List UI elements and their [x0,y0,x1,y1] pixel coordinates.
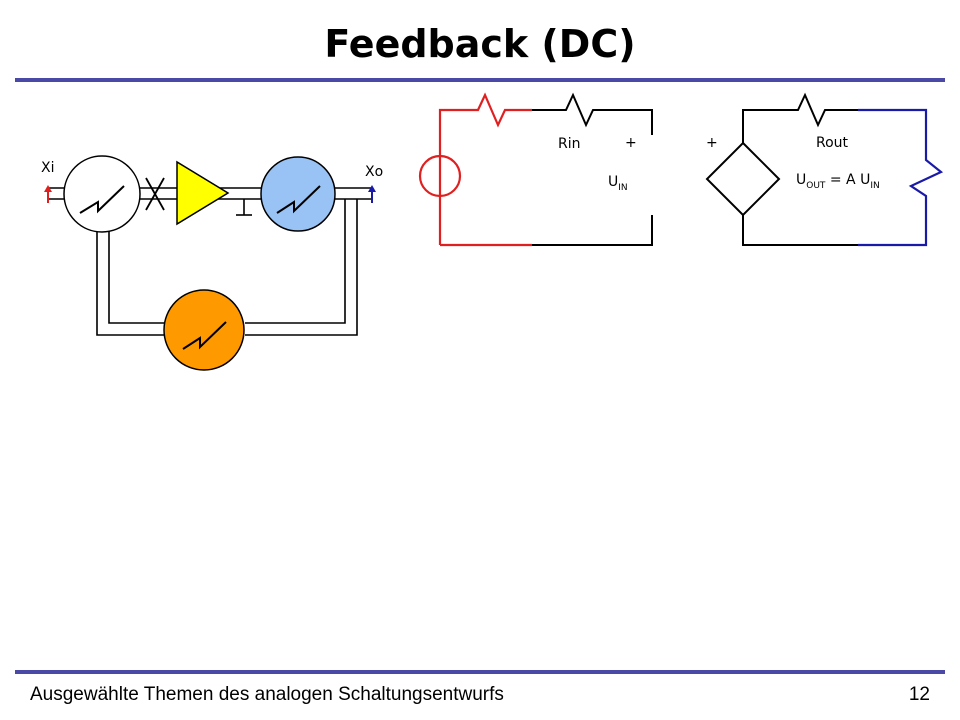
uin-label: UIN [608,174,628,193]
footer-divider [15,670,945,674]
transfer-curve-icon [276,185,321,214]
input-arrow [44,185,52,203]
uout-equation: UOUT = A UIN [796,172,880,191]
feedback-path [96,199,358,336]
rin-label: Rin [558,136,581,152]
transfer-curve-icon [182,321,227,350]
output-resistor-rout [742,92,858,246]
output-label: Xo [365,164,383,180]
feedback-block [163,289,245,371]
plus-in-label: + [625,135,637,151]
input-source-loop [418,92,532,247]
footer-text: Ausgewählte Themen des analogen Schaltun… [30,684,504,705]
plus-out-label: + [706,135,718,151]
output-load-loop [858,108,944,247]
transfer-curve-icon [79,185,125,214]
input-resistor-rin [532,92,653,246]
title-divider [15,78,945,82]
slide-title: Feedback (DC) [324,22,636,66]
tap-mark-icon [236,199,252,216]
equivalent-circuit: Rin + UIN + Rout UOUT = A UIN [418,92,944,247]
break-marks-icon [145,177,165,211]
amplifier-triangle [176,160,230,226]
block-diagram: Xi Xo [41,155,383,371]
summing-block [63,155,141,233]
forward-block [260,156,336,232]
input-label: Xi [41,160,54,176]
page-number: 12 [908,684,930,705]
rout-label: Rout [816,135,849,151]
voltage-source-icon [418,154,462,198]
dependent-source-diamond [705,141,781,217]
output-arrow [368,185,376,203]
